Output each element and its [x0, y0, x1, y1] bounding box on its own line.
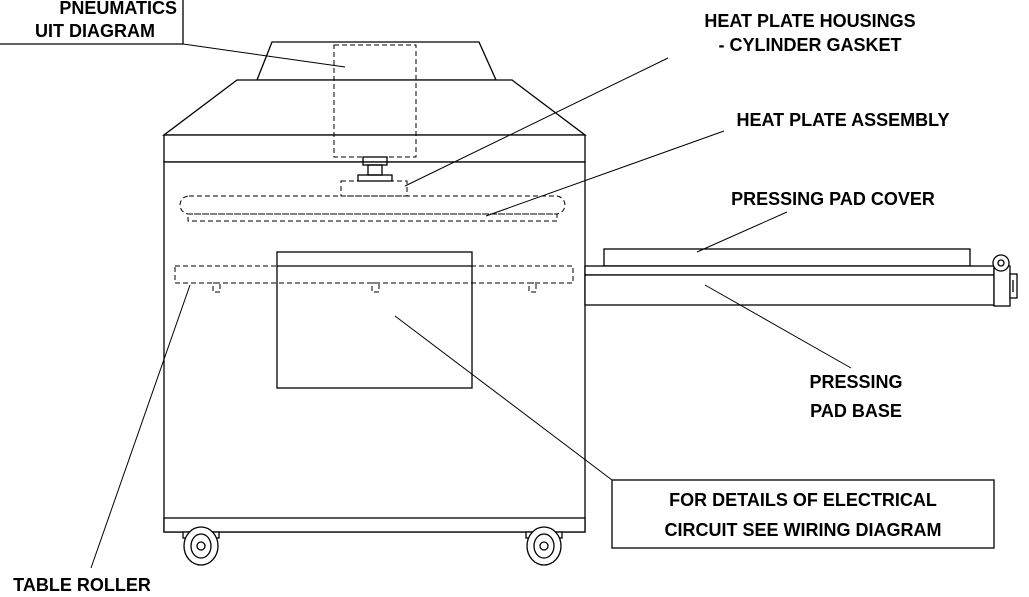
cylinder-housing — [333, 44, 417, 197]
cabinet-body — [163, 161, 586, 533]
caster-left-wheel — [183, 526, 219, 566]
front-panel — [276, 251, 473, 389]
hinge-pin — [997, 259, 1005, 267]
pressing-pad-base-shape — [584, 274, 995, 306]
pressing-pad-base-label-line1: PRESSING — [809, 372, 902, 392]
leader-pressing-pad-base — [704, 284, 852, 369]
table-roller-label: TABLE ROLLER — [13, 575, 151, 595]
cabinet-base — [163, 517, 586, 533]
heat-plate-lower-dashed — [187, 213, 558, 222]
top-cap — [256, 41, 498, 81]
heat-plate-housings-label-line1: HEAT PLATE HOUSINGS — [704, 11, 915, 31]
leader-pneumatics — [182, 43, 346, 68]
electrical-label-line1: FOR DETAILS OF ELECTRICAL — [669, 490, 937, 510]
heat-plate-assembly — [179, 195, 566, 222]
callout-heat-plate-housings: HEAT PLATE HOUSINGS - CYLINDER GASKET — [704, 11, 915, 55]
pneumatics-callout: PNEUMATICS UIT DIAGRAM — [0, 0, 184, 45]
pressing-pad-cover-shape — [603, 248, 971, 267]
caster-left — [182, 526, 220, 566]
caster-right-hub — [533, 533, 555, 559]
front-panel-outline — [276, 251, 473, 389]
leader-table-roller — [90, 284, 191, 569]
hinge-block — [993, 265, 1011, 307]
pressing-pad — [584, 248, 1018, 307]
caster-left-hub — [190, 533, 212, 559]
leader-heat-plate-assembly — [485, 130, 725, 217]
table-roller-1 — [212, 282, 221, 293]
caster-right-wheel — [526, 526, 562, 566]
heat-plate-housings-label-line2: - CYLINDER GASKET — [718, 35, 901, 55]
pressing-pad-base-label-line2: PAD BASE — [810, 401, 902, 421]
leader-lines — [90, 43, 852, 569]
pressing-pad-upper-rail — [584, 265, 995, 276]
table-roller-3 — [528, 282, 537, 293]
pressing-pad-cover-label: PRESSING PAD COVER — [731, 189, 935, 209]
cabinet-roof — [162, 79, 587, 136]
caster-right-axle — [539, 541, 549, 551]
pneumatics-label-line1: PNEUMATICS — [59, 0, 177, 18]
table-assembly — [174, 265, 574, 293]
leader-pressing-pad-cover — [696, 211, 788, 253]
leader-heat-plate-housings — [404, 57, 669, 187]
hinge-pivot — [992, 254, 1010, 272]
callout-electrical: FOR DETAILS OF ELECTRICAL CIRCUIT SEE WI… — [611, 479, 995, 549]
cabinet-upper-band — [163, 134, 586, 163]
pneumatics-label-line2: UIT DIAGRAM — [35, 21, 155, 41]
table-roller-2 — [371, 282, 380, 293]
electrical-box — [611, 479, 995, 549]
leader-electrical — [394, 315, 613, 481]
caster-left-axle — [196, 541, 206, 551]
machine-cabinet — [162, 41, 587, 533]
caster-right — [525, 526, 563, 566]
callout-pressing-pad-base: PRESSING PAD BASE — [809, 372, 902, 421]
electrical-label-line2: CIRCUIT SEE WIRING DIAGRAM — [665, 520, 942, 540]
heat-plate-assembly-label: HEAT PLATE ASSEMBLY — [736, 110, 949, 130]
